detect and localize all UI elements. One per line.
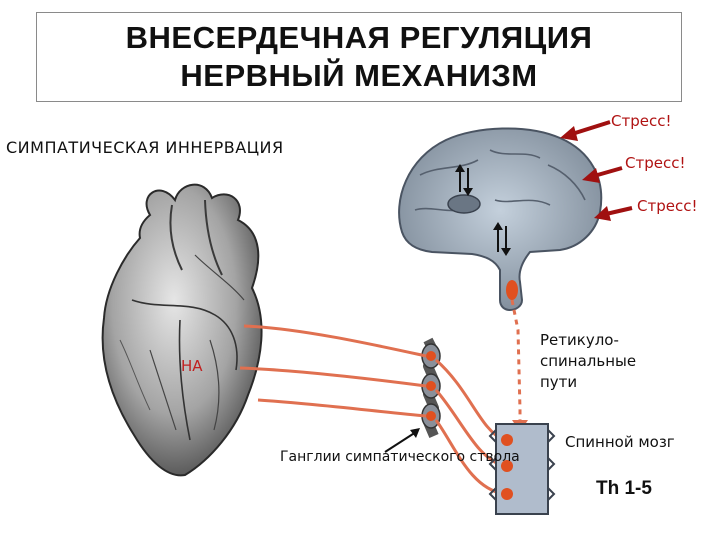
reticulospinal-path (510, 299, 522, 426)
postganglionic-nerves (239, 324, 427, 418)
spinal-cord-label: Спинной мозг (565, 433, 675, 451)
title-box: ВНЕСЕРДЕЧНАЯ РЕГУЛЯЦИЯ НЕРВНЫЙ МЕХАНИЗМ (36, 12, 682, 102)
ganglia-pointer-arrowhead (410, 428, 420, 438)
segment-label: Th 1-5 (596, 478, 652, 499)
brain-illustration (398, 127, 603, 312)
subtitle: СИМПАТИЧЕСКАЯ ИННЕРВАЦИЯ (6, 138, 284, 157)
title-line-1: ВНЕСЕРДЕЧНАЯ РЕГУЛЯЦИЯ (125, 20, 593, 55)
reticulospinal-label: Ретикуло-спинальные пути (540, 331, 637, 391)
sympathetic-chain (421, 337, 441, 438)
stress-arrows (560, 120, 633, 221)
stress-label-1: Стресс! (611, 112, 672, 130)
ganglia-label: Ганглии симпатического ствола (280, 449, 520, 465)
ganglia-pointer-line (384, 431, 417, 453)
stress-label-3: Стресс! (637, 197, 698, 215)
heart-illustration (101, 183, 263, 477)
noradrenaline-label: НА (181, 357, 203, 375)
spinal-cord-segment (488, 423, 556, 515)
title-line-2: НЕРВНЫЙ МЕХАНИЗМ (180, 58, 538, 93)
stress-label-2: Стресс! (625, 154, 686, 172)
preganglionic-nerves (434, 358, 505, 496)
